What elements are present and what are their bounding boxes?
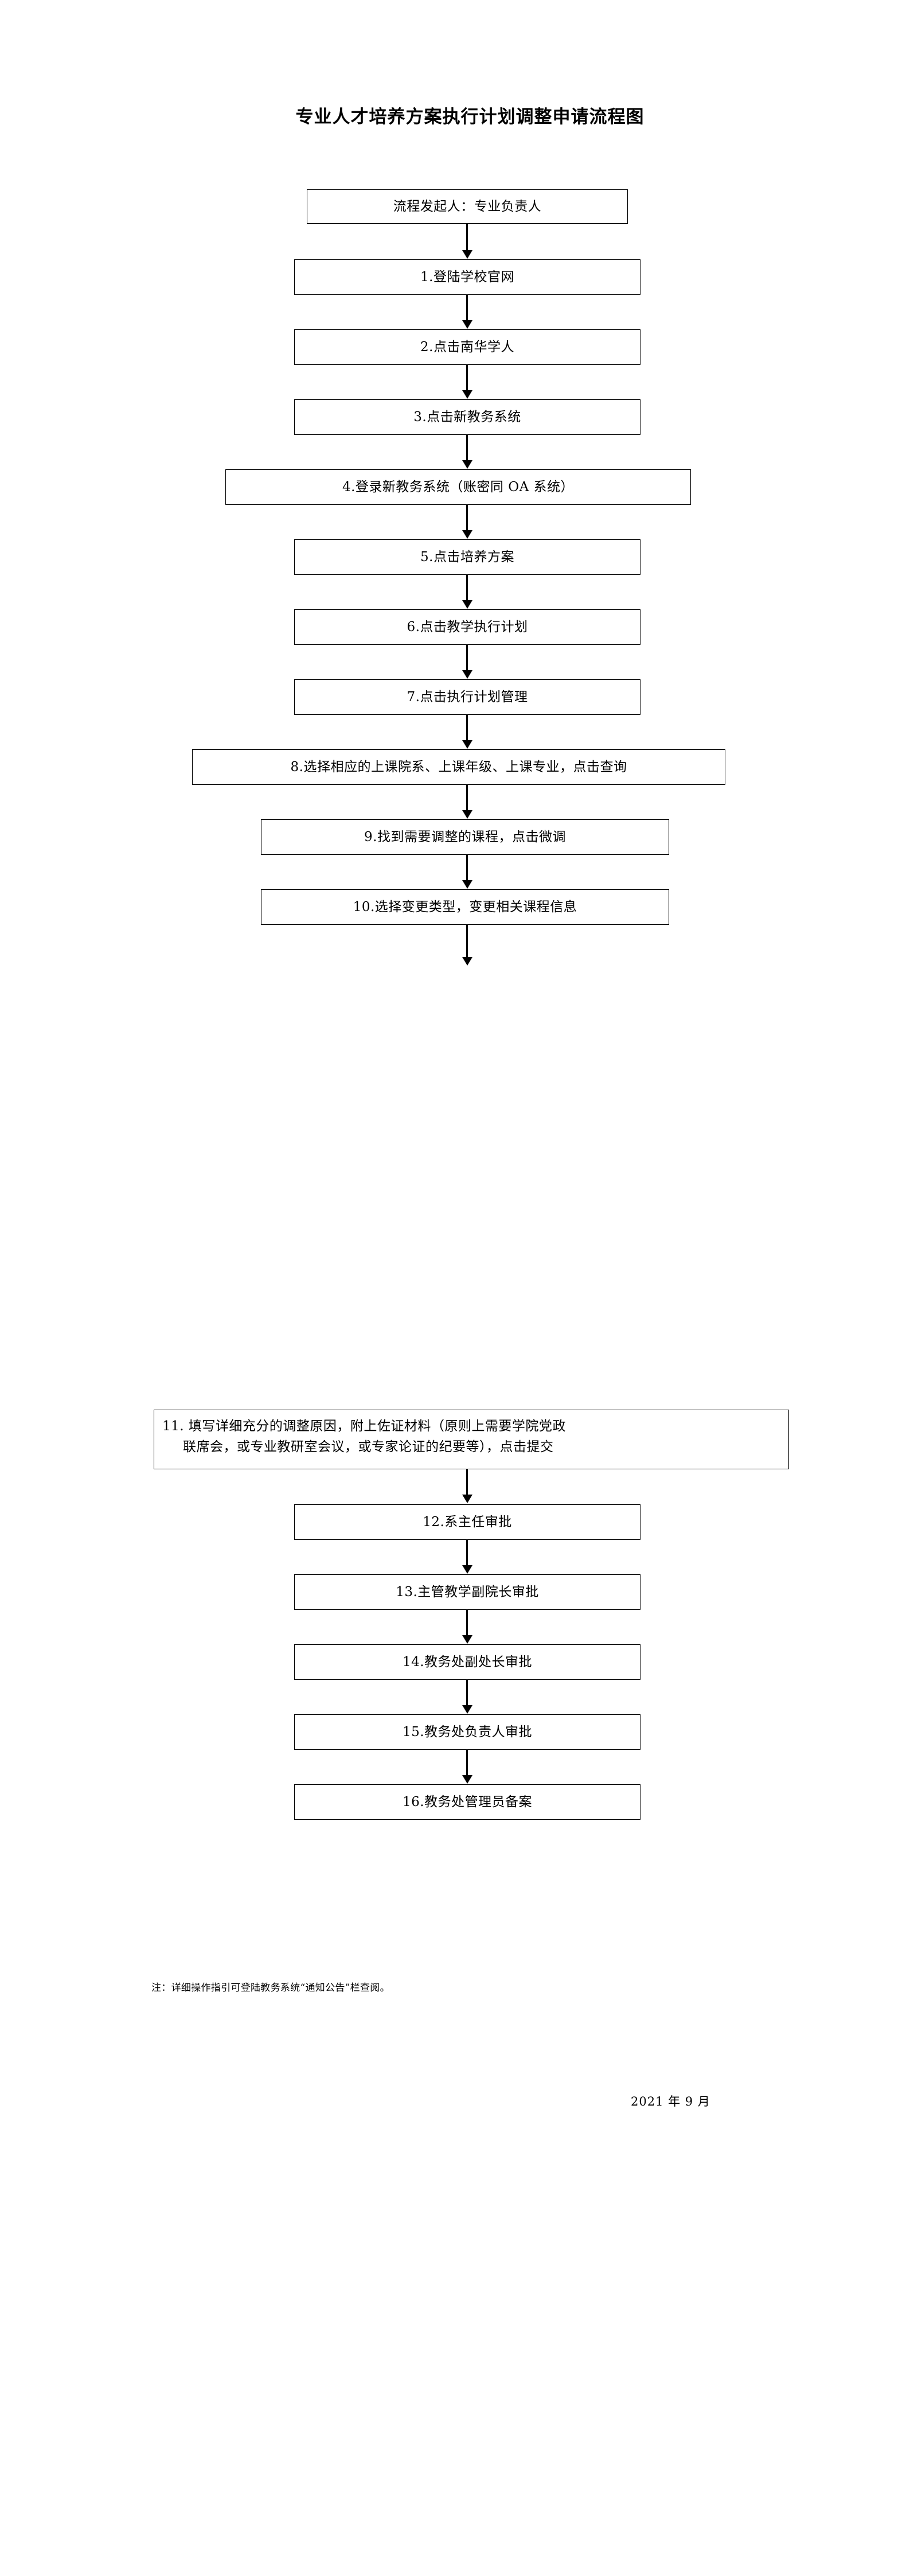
flow-node-label: 14.教务处副处长审批 bbox=[402, 1655, 533, 1670]
flow-connector-8 bbox=[466, 785, 468, 811]
flow-node-label: 16.教务处管理员备案 bbox=[402, 1795, 533, 1810]
flow-arrowhead-12 bbox=[462, 1565, 472, 1574]
flow-arrowhead-8 bbox=[462, 810, 472, 819]
flow-arrowhead-0 bbox=[462, 250, 472, 259]
flow-node-label: 4.登录新教务系统（账密同 OA 系统） bbox=[342, 480, 575, 495]
flow-node-step-10[interactable]: 10.选择变更类型，变更相关课程信息 bbox=[261, 889, 669, 925]
page-title: 专业人才培养方案执行计划调整申请流程图 bbox=[0, 104, 910, 130]
document-date: 2021 年 9 月 bbox=[631, 2095, 710, 2108]
flow-arrowhead-6 bbox=[462, 670, 472, 679]
flow-node-step-4[interactable]: 4.登录新教务系统（账密同 OA 系统） bbox=[225, 469, 691, 505]
flow-connector-4 bbox=[466, 505, 468, 531]
flow-node-label-line-2: 联席会，或专业教研室会议，或专家论证的纪要等），点击提交 bbox=[183, 1439, 554, 1454]
flow-node-label: 7.点击执行计划管理 bbox=[407, 690, 528, 705]
flow-connector-5 bbox=[466, 575, 468, 601]
flow-arrowhead-14 bbox=[462, 1705, 472, 1714]
flow-connector-0 bbox=[466, 224, 468, 251]
flow-node-label: 1.登陆学校官网 bbox=[420, 270, 514, 285]
flow-node-step-11[interactable]: 11. 填写详细充分的调整原因，附上佐证材料（原则上需要学院党政 联席会，或专业… bbox=[154, 1410, 789, 1469]
flow-node-initiator[interactable]: 流程发起人：专业负责人 bbox=[307, 189, 628, 224]
flow-connector-9 bbox=[466, 855, 468, 881]
flow-node-step-13[interactable]: 13.主管教学副院长审批 bbox=[294, 1574, 640, 1610]
flow-node-label: 10.选择变更类型，变更相关课程信息 bbox=[353, 900, 577, 915]
flow-node-step-8[interactable]: 8.选择相应的上课院系、上课年级、上课专业，点击查询 bbox=[192, 749, 725, 785]
flow-arrowhead-9 bbox=[462, 880, 472, 889]
flow-node-label: 15.教务处负责人审批 bbox=[402, 1725, 533, 1740]
flow-node-label: 流程发起人：专业负责人 bbox=[393, 199, 542, 214]
flow-connector-11 bbox=[466, 1469, 468, 1496]
flow-node-label-line-1: 11. 填写详细充分的调整原因，附上佐证材料（原则上需要学院党政 bbox=[162, 1419, 566, 1434]
flow-arrowhead-2 bbox=[462, 390, 472, 399]
flow-arrowhead-7 bbox=[462, 740, 472, 749]
flow-node-step-9[interactable]: 9.找到需要调整的课程，点击微调 bbox=[261, 819, 669, 855]
flow-node-step-6[interactable]: 6.点击教学执行计划 bbox=[294, 609, 640, 645]
flow-node-step-2[interactable]: 2.点击南华学人 bbox=[294, 329, 640, 365]
flow-connector-14 bbox=[466, 1680, 468, 1706]
flow-node-step-1[interactable]: 1.登陆学校官网 bbox=[294, 259, 640, 295]
flow-arrowhead-15 bbox=[462, 1775, 472, 1784]
flow-node-label: 8.选择相应的上课院系、上课年级、上课专业，点击查询 bbox=[290, 760, 627, 775]
flow-node-label: 2.点击南华学人 bbox=[420, 340, 514, 355]
flow-node-label: 12.系主任审批 bbox=[423, 1515, 512, 1530]
flow-node-step-12[interactable]: 12.系主任审批 bbox=[294, 1504, 640, 1540]
flow-node-step-7[interactable]: 7.点击执行计划管理 bbox=[294, 679, 640, 715]
flow-arrowhead-5 bbox=[462, 600, 472, 609]
flow-connector-15 bbox=[466, 1750, 468, 1776]
flow-node-step-5[interactable]: 5.点击培养方案 bbox=[294, 539, 640, 575]
footnote: 注：详细操作指引可登陆教务系统“通知公告”栏查阅。 bbox=[151, 1982, 390, 1994]
flow-arrowhead-1 bbox=[462, 320, 472, 329]
flow-node-label: 6.点击教学执行计划 bbox=[407, 620, 528, 635]
page-title-text: 专业人才培养方案执行计划调整申请流程图 bbox=[295, 107, 645, 127]
flow-arrowhead-3 bbox=[462, 460, 472, 469]
flow-connector-10 bbox=[466, 925, 468, 958]
flow-node-step-16[interactable]: 16.教务处管理员备案 bbox=[294, 1784, 640, 1820]
flow-arrowhead-10 bbox=[462, 957, 472, 966]
flow-arrowhead-4 bbox=[462, 530, 472, 539]
flow-node-step-14[interactable]: 14.教务处副处长审批 bbox=[294, 1644, 640, 1680]
flow-connector-2 bbox=[466, 365, 468, 391]
flow-connector-7 bbox=[466, 715, 468, 741]
flow-node-label: 3.点击新教务系统 bbox=[413, 410, 521, 425]
flow-connector-13 bbox=[466, 1610, 468, 1636]
flow-node-step-3[interactable]: 3.点击新教务系统 bbox=[294, 399, 640, 435]
flow-connector-12 bbox=[466, 1540, 468, 1566]
flow-node-label: 13.主管教学副院长审批 bbox=[396, 1585, 539, 1600]
flow-connector-6 bbox=[466, 645, 468, 671]
flow-node-step-15[interactable]: 15.教务处负责人审批 bbox=[294, 1714, 640, 1750]
flow-connector-1 bbox=[466, 295, 468, 321]
flow-arrowhead-11 bbox=[462, 1495, 472, 1503]
flow-node-label: 5.点击培养方案 bbox=[420, 550, 514, 565]
flow-connector-3 bbox=[466, 435, 468, 461]
flow-node-label: 9.找到需要调整的课程，点击微调 bbox=[364, 830, 566, 845]
flow-arrowhead-13 bbox=[462, 1635, 472, 1644]
